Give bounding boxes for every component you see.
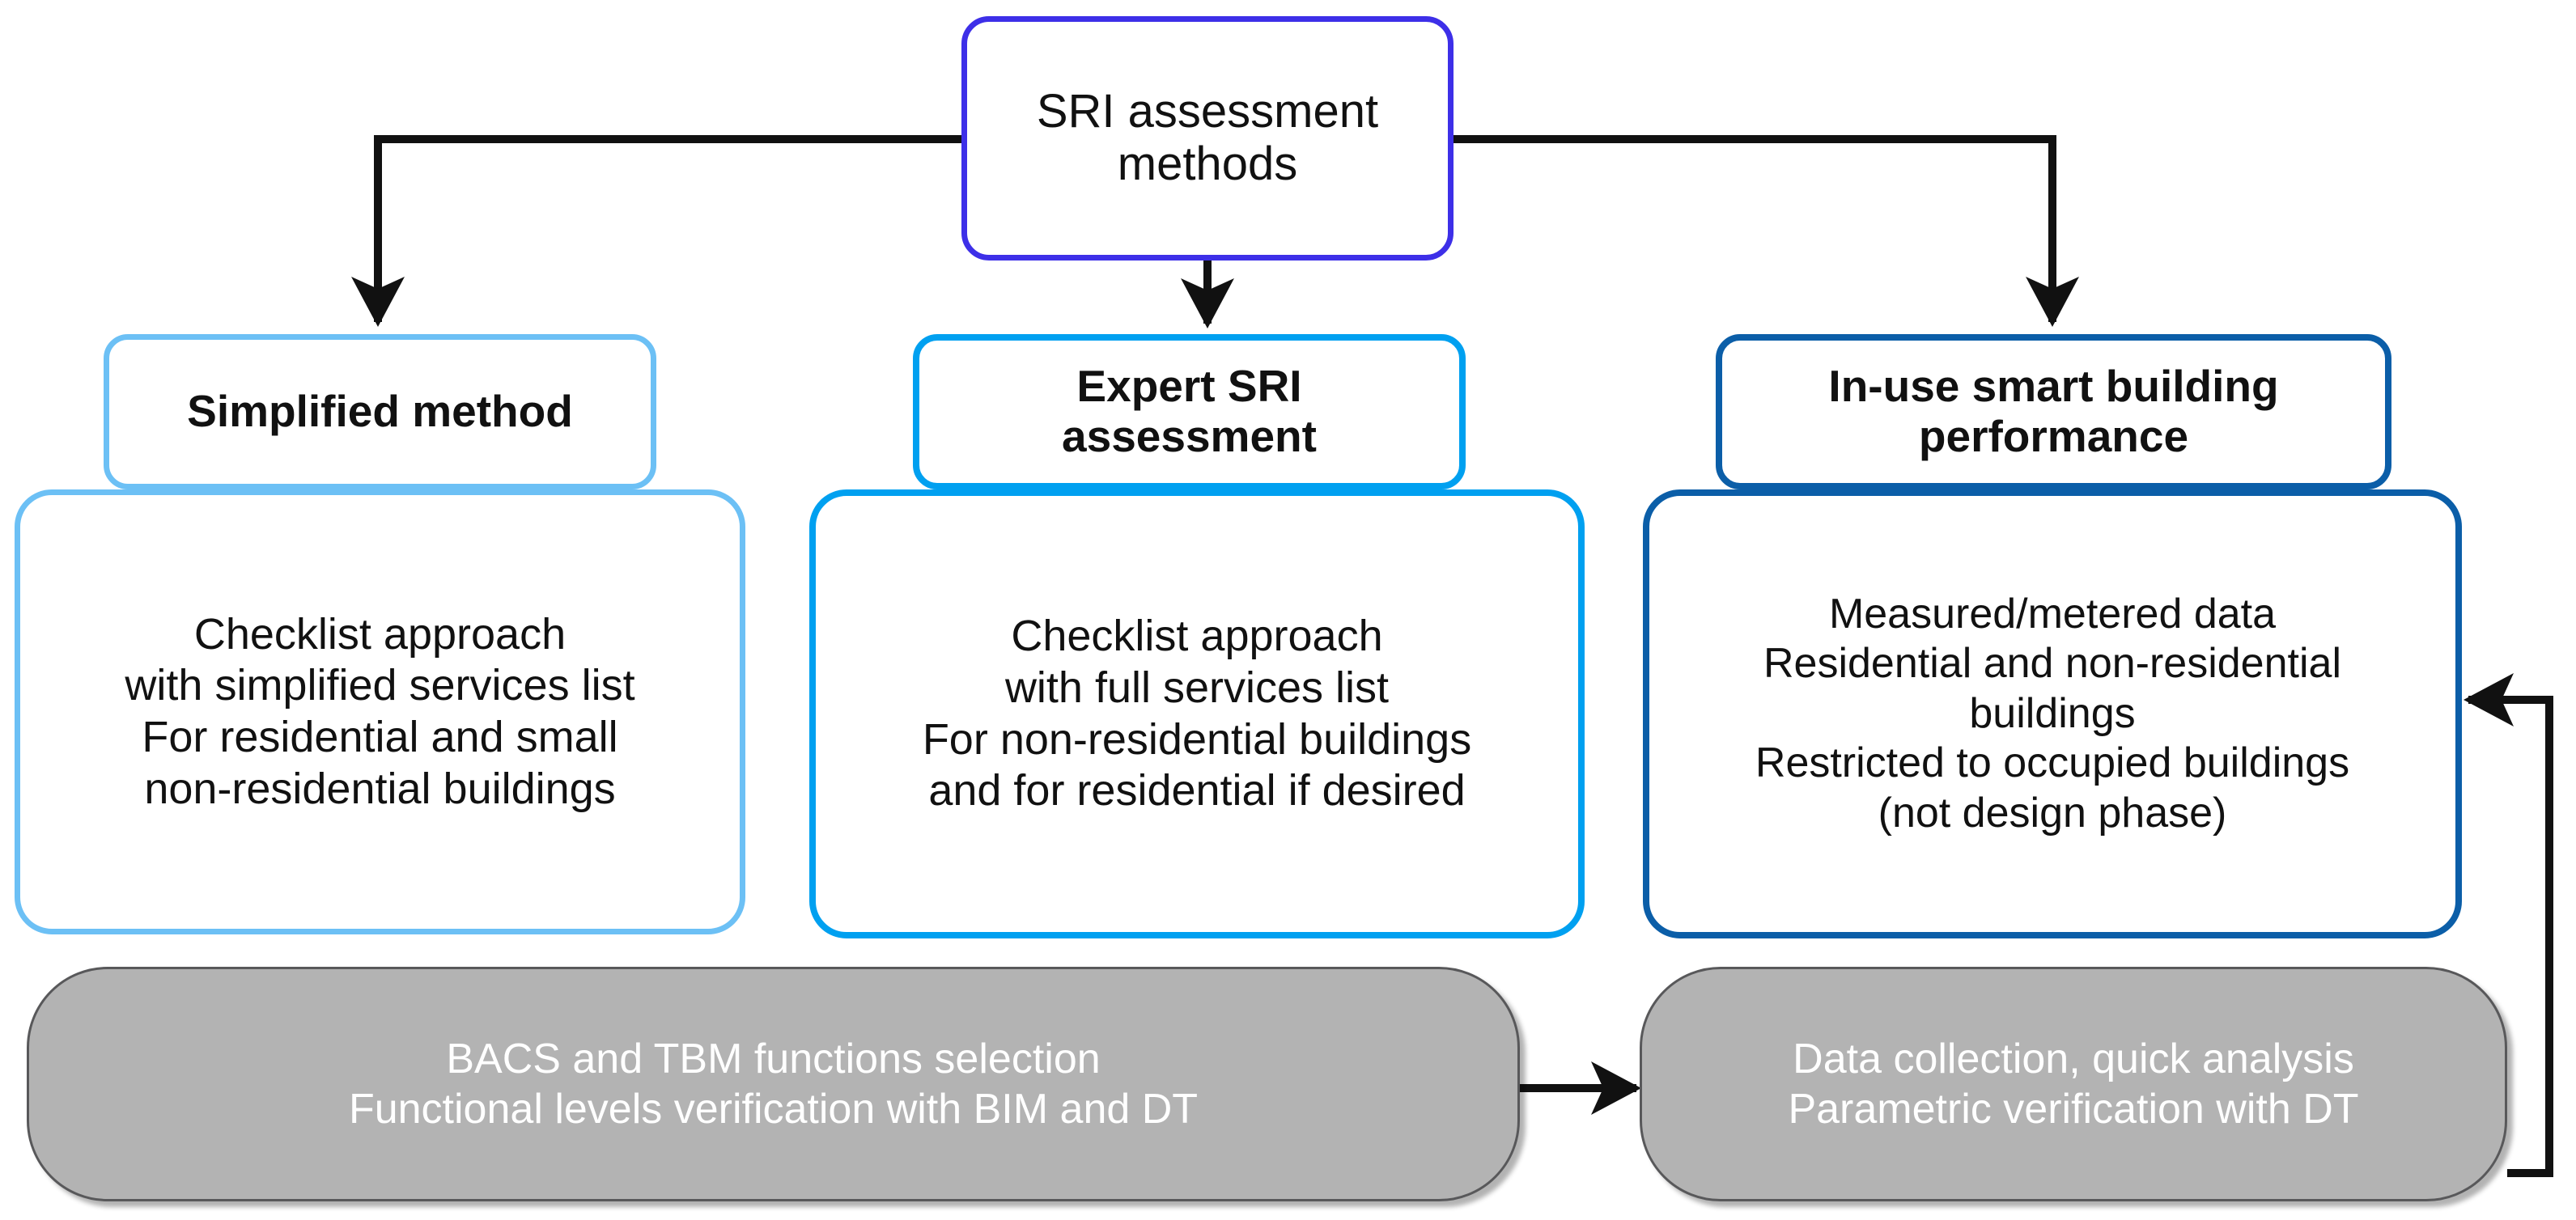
root-node-sri-assessment-methods[interactable]: SRI assessment methods: [961, 16, 1454, 261]
arrow-root-to-simplified: [351, 135, 961, 328]
process-box-bacs-tbm[interactable]: BACS and TBM functions selection Functio…: [27, 967, 1520, 1201]
column-in-use-header[interactable]: In-use smart building performance: [1716, 334, 2391, 489]
column-simplified-header[interactable]: Simplified method: [104, 334, 656, 489]
column-expert-body[interactable]: Checklist approach with full services li…: [809, 489, 1585, 938]
column-expert-header[interactable]: Expert SRI assessment: [913, 334, 1466, 489]
arrow-root-to-in-use: [1453, 135, 2079, 328]
process-box-data-collection[interactable]: Data collection, quick analysis Parametr…: [1640, 967, 2507, 1201]
column-in-use-body[interactable]: Measured/metered data Residential and no…: [1643, 489, 2462, 938]
column-simplified-body[interactable]: Checklist approach with simplified servi…: [15, 489, 745, 934]
